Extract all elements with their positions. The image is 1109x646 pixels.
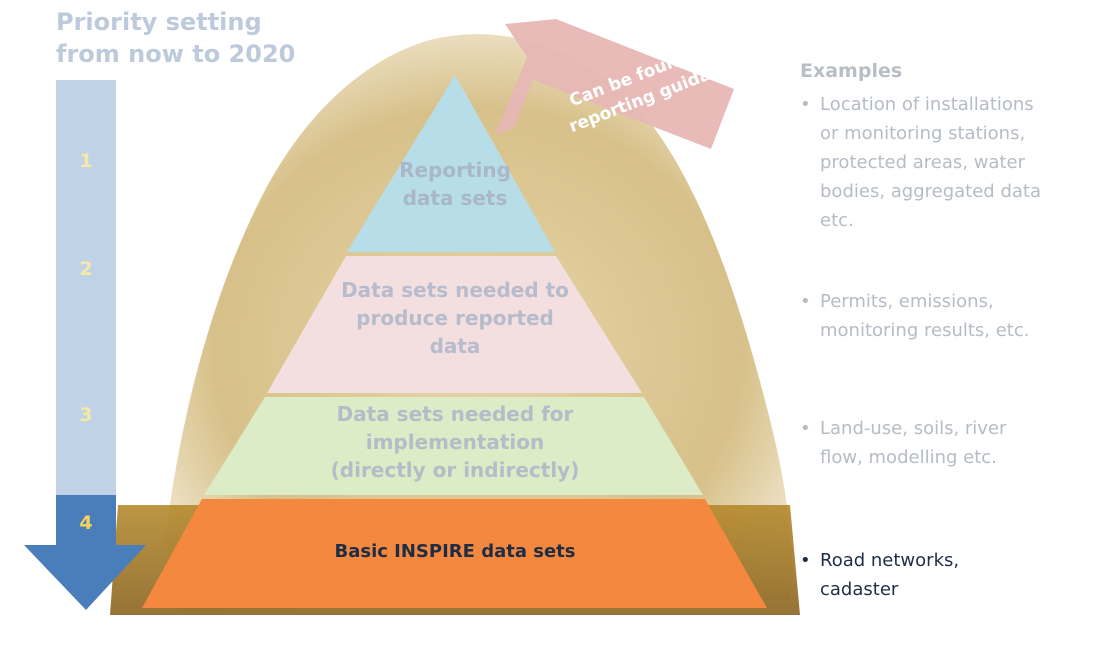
examples-bullet-2-text: Permits, emissions, monitoring results, … [820, 287, 1029, 345]
layer-label-implementation-line1: Data sets needed for [336, 402, 574, 426]
examples-bullet-1-text: Location of installations or monitoring … [820, 90, 1041, 235]
layer-label-implementation: Data sets needed for implementation (dir… [280, 400, 630, 484]
examples-1-line4: bodies, aggregated data [820, 181, 1042, 202]
examples-4-line1: Road networks, [820, 550, 960, 571]
examples-4-line2: cadaster [820, 579, 899, 600]
priority-step-2: 2 [79, 258, 93, 280]
bullet-icon: • [800, 291, 811, 312]
examples-2-line2: monitoring results, etc. [820, 320, 1030, 341]
priority-title: Priority setting from now to 2020 [56, 6, 295, 70]
layer-label-basic-line1: Basic INSPIRE data sets [334, 541, 576, 562]
layer-label-produce-line3: data [429, 334, 481, 358]
pyramid-layer-implementation [204, 397, 703, 495]
layer-label-reporting-line2: data sets [402, 186, 508, 210]
priority-arrow-head [24, 495, 146, 610]
pyramid-layer-reporting [347, 75, 555, 252]
bullet-icon: • [800, 94, 811, 115]
bullet-icon: • [800, 550, 811, 571]
priority-title-line1: Priority setting [56, 8, 262, 36]
examples-1-line1: Location of installations [820, 94, 1034, 115]
examples-3-line1: Land-use, soils, river [820, 418, 1007, 439]
callout-arrow [495, 19, 734, 149]
priority-step-4: 4 [79, 512, 93, 534]
examples-bullet-3-text: Land-use, soils, river flow, modelling e… [820, 414, 1006, 472]
examples-2-line1: Permits, emissions, [820, 291, 994, 312]
layer-label-produce: Data sets needed to produce reported dat… [300, 276, 610, 360]
priority-step-3: 3 [79, 404, 93, 426]
priority-step-1: 1 [79, 150, 93, 172]
priority-arrow-shaft [56, 80, 116, 495]
layer-label-reporting: Reporting data sets [355, 156, 555, 212]
examples-heading: Examples [800, 60, 903, 82]
priority-title-line2: from now to 2020 [56, 40, 296, 68]
examples-1-line2: or monitoring stations, [820, 123, 1026, 144]
layer-label-produce-line1: Data sets needed to [341, 278, 569, 302]
examples-3-line2: flow, modelling etc. [820, 447, 997, 468]
pyramid-layer-produce [267, 256, 642, 393]
bullet-icon: • [800, 418, 811, 439]
examples-bullet-4-text: Road networks, cadaster [820, 546, 959, 604]
layer-label-implementation-line3: (directly or indirectly) [330, 458, 580, 482]
layer-label-basic: Basic INSPIRE data sets [280, 538, 630, 566]
pyramid-layer-basic [142, 499, 767, 608]
layer-label-implementation-line2: implementation [365, 430, 545, 454]
layer-label-reporting-line1: Reporting [399, 158, 511, 182]
examples-1-line5: etc. [820, 210, 854, 231]
examples-1-line3: protected areas, water [820, 152, 1025, 173]
layer-label-produce-line2: produce reported [356, 306, 554, 330]
